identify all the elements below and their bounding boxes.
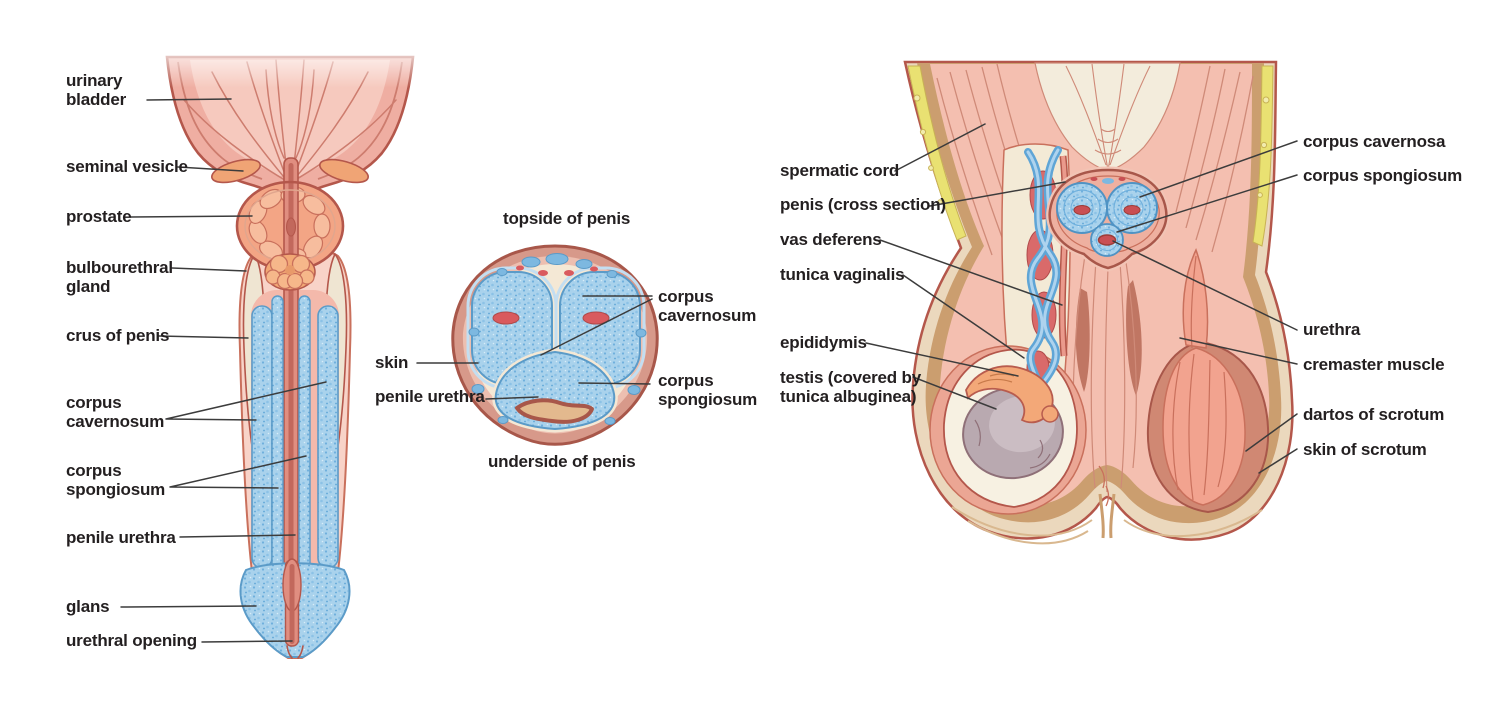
- label-urethral-opening: urethral opening: [66, 631, 197, 650]
- leader-lines-sagittal: [120, 98, 327, 643]
- label-sc-corpus-spongiosum: corpus spongiosum: [1303, 166, 1463, 185]
- central-artery-left: [492, 311, 520, 325]
- label-vas-deferens: vas deferens: [780, 230, 882, 249]
- sagittal-illustration: [150, 40, 430, 659]
- caption-topside-of-penis: topside of penis: [503, 209, 631, 228]
- scrotum-illustration: [903, 60, 1294, 545]
- label-testis: testis (covered by tunica albuginea): [780, 368, 921, 406]
- corpus-cavernosum-left: [251, 305, 273, 569]
- seminal-vesicle-right: [319, 158, 369, 184]
- pcs-urethra: [1097, 234, 1117, 246]
- label-corpus-spongiosum: corpus spongiosum: [66, 461, 166, 499]
- label-cs-corpus-cavernosum: corpus cavernosum: [658, 287, 757, 325]
- bulbourethral-gland: [264, 253, 316, 291]
- fat-bubbles-right: [1257, 96, 1270, 198]
- leader-lines-scrotum: [865, 123, 1298, 474]
- label-urinary-bladder: urinary bladder: [66, 71, 127, 109]
- leader-lines-cross-section: [416, 295, 653, 400]
- label-urethra: urethra: [1303, 320, 1361, 339]
- label-crus-of-penis: crus of penis: [66, 326, 170, 345]
- corpus-spongiosum-right: [298, 295, 311, 573]
- bladder-striations: [183, 59, 397, 183]
- label-cs-penile-urethra: penile urethra: [375, 387, 485, 406]
- urethral-opening: [286, 645, 304, 659]
- label-seminal-vesicle: seminal vesicle: [66, 157, 188, 176]
- label-penis-cross-section: penis (cross section): [780, 195, 946, 214]
- label-cs-corpus-spongiosum: corpus spongiosum: [658, 371, 758, 409]
- label-corpus-cavernosum: corpus cavernosum: [66, 393, 165, 431]
- caption-underside-of-penis: underside of penis: [488, 452, 636, 471]
- label-corpus-cavernosa: corpus cavernosa: [1303, 132, 1446, 151]
- label-spermatic-cord: spermatic cord: [780, 161, 900, 180]
- fat-bubbles-left: [913, 94, 943, 205]
- label-dartos-of-scrotum: dartos of scrotum: [1303, 405, 1445, 424]
- label-glans: glans: [66, 597, 110, 616]
- label-tunica-vaginalis: tunica vaginalis: [780, 265, 905, 284]
- label-cs-skin: skin: [375, 353, 409, 372]
- septum-striations: [1072, 254, 1137, 493]
- label-bulbourethral-gland: bulbourethral gland: [66, 258, 173, 296]
- label-skin-of-scrotum: skin of scrotum: [1303, 440, 1427, 459]
- leader-lines: [120, 98, 1298, 643]
- cs-penile-urethra: [515, 398, 594, 424]
- penis-cross-section: [1046, 166, 1170, 272]
- label-penile-urethra: penile urethra: [66, 528, 176, 547]
- fat-layer-right: [1252, 65, 1274, 247]
- label-prostate: prostate: [66, 207, 132, 226]
- label-cremaster-muscle: cremaster muscle: [1303, 355, 1445, 374]
- cross-section-illustration: [451, 244, 659, 446]
- label-epididymis: epididymis: [780, 333, 867, 352]
- muscle-striations: [936, 63, 1254, 256]
- central-artery-right: [582, 311, 610, 325]
- corpus-cavernosum-right: [317, 305, 339, 569]
- dorsal-vessels: [468, 253, 647, 425]
- corpus-spongiosum-left: [271, 295, 284, 573]
- small-arteries: [516, 265, 598, 276]
